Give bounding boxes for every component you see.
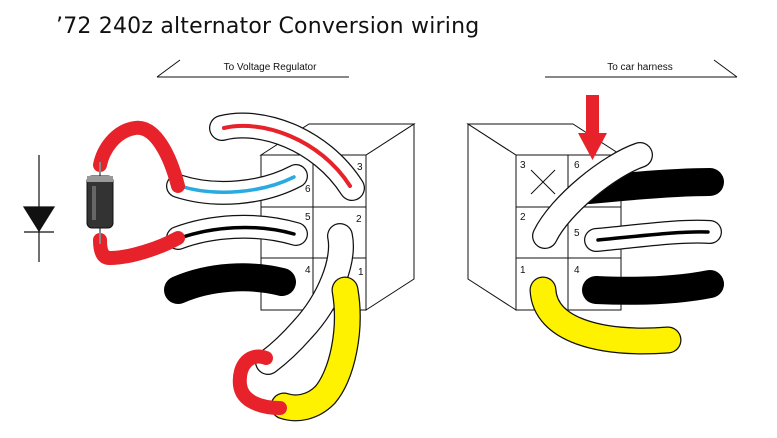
right-wire-black-pin4 <box>582 270 724 305</box>
left-red-loop-jumper <box>232 349 287 415</box>
right-wire-white-pin2 <box>532 142 653 249</box>
right-wire-yellow-pin1 <box>529 276 682 355</box>
right-pin-6: 6 <box>574 160 580 171</box>
right-pin-1: 1 <box>520 265 526 276</box>
right-header-label: To car harness <box>607 62 673 73</box>
left-wire-yellow-pin1 <box>270 276 361 422</box>
left-pin-3: 3 <box>357 162 363 173</box>
left-wire-white-red-pin3 <box>209 112 365 201</box>
left-header: To Voltage Regulator <box>156 59 349 78</box>
left-pin-5: 5 <box>305 212 311 223</box>
left-wire-white-black-pin5 <box>166 214 308 250</box>
left-wire-white-blue-pin6 <box>166 164 308 205</box>
right-header: To car harness <box>545 59 738 78</box>
left-wire-white-pin2 <box>255 223 354 375</box>
left-pin-6: 6 <box>305 184 311 195</box>
right-pin-numbers: 1 2 3 4 5 6 <box>520 160 580 276</box>
left-pin-numbers: 1 2 3 4 5 6 <box>305 162 364 278</box>
left-wire-black-pin4 <box>164 263 296 304</box>
left-pin-2: 2 <box>356 214 362 225</box>
right-pin-3: 3 <box>520 160 526 171</box>
diagram-title: ’72 240z alternator Conversion wiring <box>56 14 480 39</box>
right-pin-4: 4 <box>574 265 580 276</box>
left-header-label: To Voltage Regulator <box>224 62 318 73</box>
diode-component <box>86 120 185 266</box>
left-pin-1: 1 <box>358 267 364 278</box>
diode-symbol <box>22 155 56 262</box>
left-pin-4: 4 <box>305 265 311 276</box>
right-wire-white-black-pin5 <box>584 219 722 252</box>
red-arrow-icon <box>578 95 607 160</box>
right-pin-5: 5 <box>574 228 580 239</box>
right-pin-2: 2 <box>520 212 526 223</box>
